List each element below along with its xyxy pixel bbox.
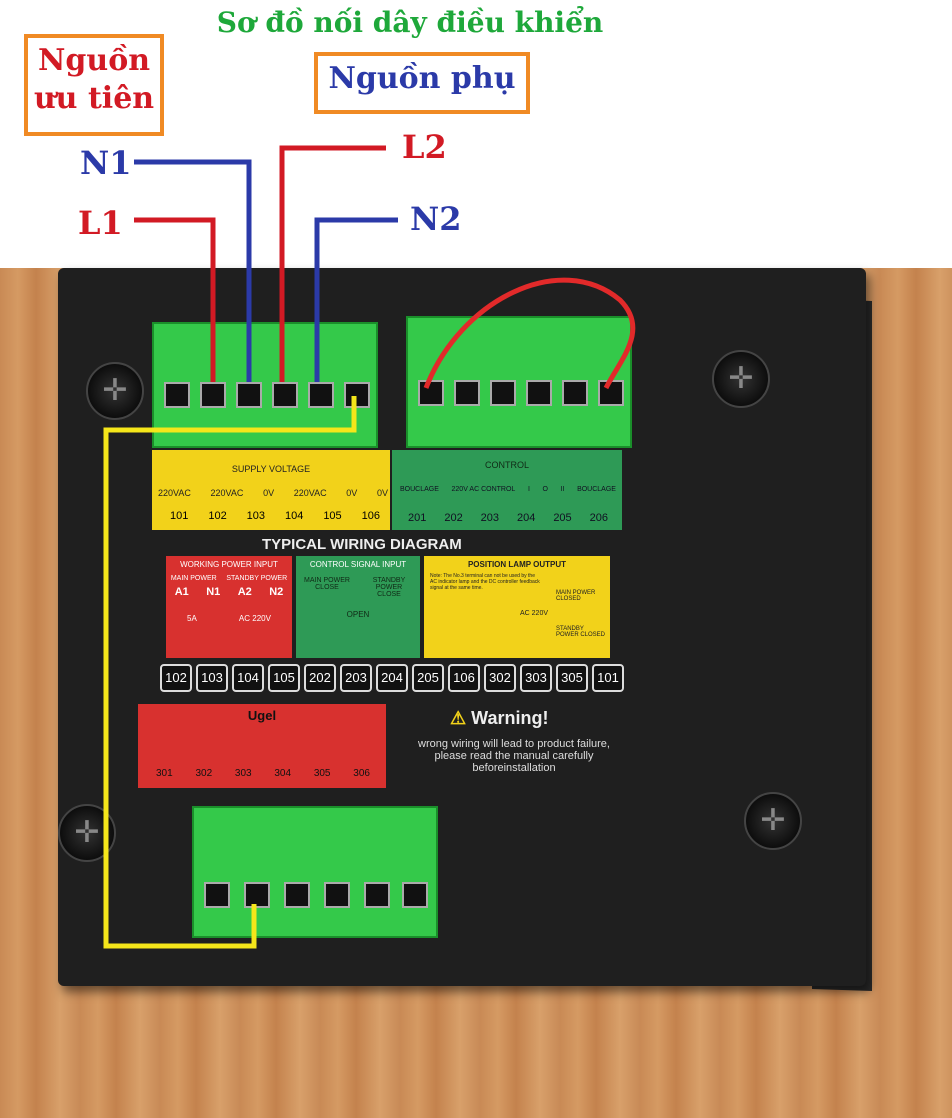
supply-terminal-105: 105	[323, 510, 342, 522]
wire-n2	[314, 217, 398, 382]
diagram-terminal: 104	[232, 664, 264, 692]
supply-voltage-panel: SUPPLY VOLTAGE 220VAC 220VAC 0V 220VAC 0…	[152, 450, 390, 530]
ugel-terminal-302: 302	[195, 768, 213, 779]
supply-terminal-102: 102	[208, 510, 227, 522]
wire-label-n1: N1	[80, 144, 132, 182]
wire-yellow-jumper	[103, 396, 357, 949]
supply-label-104: 220VAC	[293, 488, 327, 498]
warning-title: Warning!	[471, 708, 549, 728]
open-label: OPEN	[346, 610, 370, 619]
supply-terminal-101: 101	[170, 510, 189, 522]
control-label-203: I	[527, 486, 530, 493]
supply-title: SUPPLY VOLTAGE	[231, 464, 311, 474]
wire-label-l1: L1	[78, 204, 123, 242]
diagram-terminal: 305	[556, 664, 588, 692]
diagram-terminal: 102	[160, 664, 192, 692]
wire-l2	[279, 145, 386, 382]
control-signal-panel: CONTROL SIGNAL INPUT MAIN POWER CLOSE ST…	[296, 556, 420, 658]
working-power-title: WORKING POWER INPUT	[180, 560, 278, 569]
standby-power-close-label: STANDBY POWER CLOSE	[372, 577, 406, 598]
control-signal-title: CONTROL SIGNAL INPUT	[309, 560, 407, 569]
control-terminal-205: 205	[553, 512, 572, 524]
diagram-terminal: 204	[376, 664, 408, 692]
terminal-block-ugel	[192, 806, 438, 938]
wire-label-n2: N2	[410, 200, 462, 238]
control-label-201: BOUCLAGE	[400, 486, 439, 493]
diagram-terminal: 103	[196, 664, 228, 692]
control-terminal-201: 201	[408, 512, 427, 524]
diagram-terminal: 302	[484, 664, 516, 692]
control-terminal-204: 204	[516, 512, 536, 524]
terminal-block-supply	[152, 322, 378, 448]
position-lamp-panel: POSITION LAMP OUTPUT Note: The No.3 term…	[424, 556, 610, 658]
screw-bottom-right: ✛	[744, 792, 802, 850]
control-terminal-206: 206	[589, 512, 608, 524]
supply-terminal-106: 106	[361, 510, 380, 522]
diagram-terminal: 203	[340, 664, 372, 692]
control-label-206: BOUCLAGE	[577, 486, 616, 493]
main-power-label: MAIN POWER	[170, 575, 217, 582]
control-terminal-202: 202	[444, 512, 463, 524]
diagram-terminal: 105	[268, 664, 300, 692]
main-power-close-label: MAIN POWER CLOSE	[304, 577, 350, 591]
control-panel: CONTROL BOUCLAGE 220V AC CONTROL I O II …	[392, 450, 622, 530]
supply-terminal-103: 103	[246, 510, 266, 522]
ugel-terminal-301: 301	[156, 768, 173, 779]
supply-label-106: 0V	[376, 488, 388, 498]
label-n1: N1	[206, 586, 221, 598]
supply-label-103: 0V	[263, 488, 275, 498]
control-label-205: II	[560, 486, 565, 493]
warning-title-row: ⚠ Warning!	[450, 708, 548, 729]
lamp-ac-label: AC 220V	[520, 610, 549, 617]
position-lamp-title: POSITION LAMP OUTPUT	[467, 560, 567, 569]
diagram-terminal: 303	[520, 664, 552, 692]
working-power-panel: WORKING POWER INPUT MAIN POWER STANDBY P…	[166, 556, 292, 658]
diagram-terminal: 106	[448, 664, 480, 692]
supply-terminal-104: 104	[284, 510, 304, 522]
label-n2: N2	[269, 586, 284, 598]
screw-top-right: ✛	[712, 350, 770, 408]
control-terminal-203: 203	[480, 512, 500, 524]
supply-label-101: 220VAC	[158, 488, 191, 498]
wire-n1	[134, 159, 252, 382]
ugel-terminal-306: 306	[353, 768, 370, 779]
diagram-terminal: 205	[412, 664, 444, 692]
ugel-panel: Ugel 301 302 303 304 305 306	[138, 704, 386, 788]
diagram-terminal: 202	[304, 664, 336, 692]
typical-wiring-title: TYPICAL WIRING DIAGRAM	[262, 536, 462, 553]
ac-label: AC 220V	[238, 614, 271, 623]
label-a2: A2	[237, 586, 252, 598]
screw-top-left: ✛	[86, 362, 144, 420]
ugel-title: Ugel	[247, 708, 277, 723]
diagram-terminal: 101	[592, 664, 624, 692]
label-a1: A1	[174, 586, 189, 598]
lamp-standby-label: STANDBY POWER CLOSED	[556, 626, 606, 638]
fuse-label: 5A	[187, 614, 197, 623]
warning-body: wrong wiring will lead to product failur…	[418, 738, 610, 774]
ugel-terminal-303: 303	[234, 768, 252, 779]
supply-label-102: 220VAC	[210, 488, 244, 498]
lamp-main-label: MAIN POWER CLOSED	[556, 590, 596, 602]
wire-label-l2: L2	[402, 128, 447, 166]
position-lamp-note: Note: The No.3 terminal can not be used …	[430, 573, 540, 591]
control-title: CONTROL	[484, 460, 529, 470]
diagram-title: Sơ đồ nối dây điều khiển	[216, 6, 604, 39]
wire-l1	[134, 217, 216, 382]
ugel-terminal-305: 305	[313, 768, 331, 779]
terminal-block-control	[406, 316, 632, 448]
wire-red-loop	[423, 277, 636, 390]
warning-icon: ⚠	[450, 708, 467, 728]
control-label-202: 220V AC CONTROL	[451, 486, 516, 493]
ugel-terminal-304: 304	[274, 768, 292, 779]
standby-power-label: STANDBY POWER	[226, 575, 288, 582]
control-label-204: O	[542, 486, 548, 493]
primary-source-box: Nguồn ưu tiên	[24, 34, 164, 136]
supply-label-105: 0V	[346, 488, 358, 498]
secondary-source-box: Nguồn phụ	[314, 52, 530, 114]
